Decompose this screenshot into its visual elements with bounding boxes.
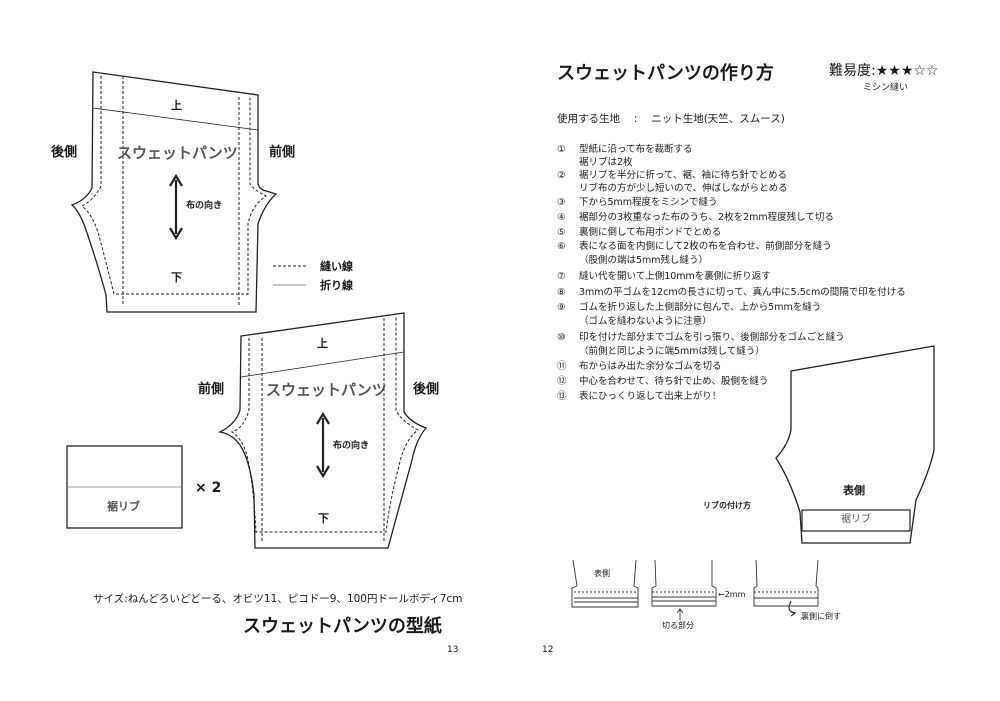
legend-fold-label: 折り線 (320, 279, 353, 292)
pattern-2-name: スウェットパンツ (266, 381, 387, 399)
step-item: （股側の端は5mm残し縫う） (579, 255, 709, 266)
pattern-2-fold-line (240, 351, 405, 378)
pattern-2-outline (217, 312, 428, 549)
step-item: リブ布の方が少し短いので、伸ばしながらとめる (579, 183, 788, 194)
rib-label: 裾リブ (107, 500, 140, 513)
legend-stitch-label: 縫い線 (320, 260, 353, 273)
step-b-measure: ←2mm (718, 590, 746, 599)
instructions-title: スウェットパンツの作り方 (557, 63, 774, 84)
step-a-label: 表側 (594, 569, 610, 578)
rib-count: × 2 (195, 480, 222, 496)
pattern-piece-2 (217, 312, 428, 549)
pattern-piece-1 (70, 71, 278, 313)
rib-piece (66, 445, 183, 529)
pattern-1-grain-label: 布の向き (186, 201, 223, 211)
pattern-2-grain-label: 布の向き (333, 441, 370, 451)
pattern-2-left-side-label: 前側 (198, 382, 225, 397)
pattern-2-stitch-line (230, 316, 419, 533)
pattern-2-bottom-label: 下 (318, 512, 329, 525)
page-number-left: 13 (447, 645, 459, 655)
finished-pants-diagram (775, 345, 935, 544)
step-item: 裾リブは2枚 (579, 157, 633, 168)
fabric-info: 使用する生地 : ニット生地(天竺、スムース) (557, 113, 785, 125)
pattern-2-grain-arrow-icon (316, 411, 330, 479)
rib-attach-step-c (753, 559, 819, 617)
rib-attach-step-a (571, 559, 639, 608)
pattern-1-outline (70, 71, 278, 313)
pattern-1-left-side-label: 後側 (51, 145, 78, 160)
pattern-1-top-label: 上 (171, 99, 182, 112)
pattern-page-title: スウェットパンツの型紙 (243, 616, 442, 637)
size-compatibility: サイズ:ねんどろいどどーる、オビツ11、ピコドー9、100円ドールボディ7cm (93, 593, 463, 605)
step-item: （前側と同じように端5mmは残して縫う） (579, 346, 765, 357)
step-b-label: 切る部分 (662, 621, 694, 630)
pattern-2-top-label: 上 (317, 337, 328, 350)
pants-front-label: 表側 (843, 484, 865, 497)
difficulty-note: ミシン縫い (863, 83, 909, 93)
pattern-1-grain-arrow-icon (169, 173, 183, 241)
rib-attach-title: リブの付け方 (703, 501, 751, 510)
pattern-1-fold-line (92, 107, 259, 131)
step-item: （ゴムを縫わないように注意） (579, 316, 712, 327)
difficulty-rating: 難易度:★★★☆☆ (829, 63, 939, 79)
pants-rib-label: 裾リブ (841, 514, 871, 525)
pants-rib-band (801, 509, 911, 532)
pattern-1-bottom-label: 下 (171, 271, 182, 284)
pants-outline (775, 345, 935, 544)
pattern-1-stitch-line (81, 76, 268, 295)
step-c-label: 裏側に倒す (801, 612, 841, 621)
page-number-right: 12 (542, 645, 554, 655)
pattern-1-right-side-label: 前側 (269, 145, 296, 160)
pattern-1-name: スウェットパンツ (117, 144, 238, 162)
rib-attach-step-b (651, 559, 717, 620)
pattern-2-right-side-label: 後側 (413, 382, 440, 397)
